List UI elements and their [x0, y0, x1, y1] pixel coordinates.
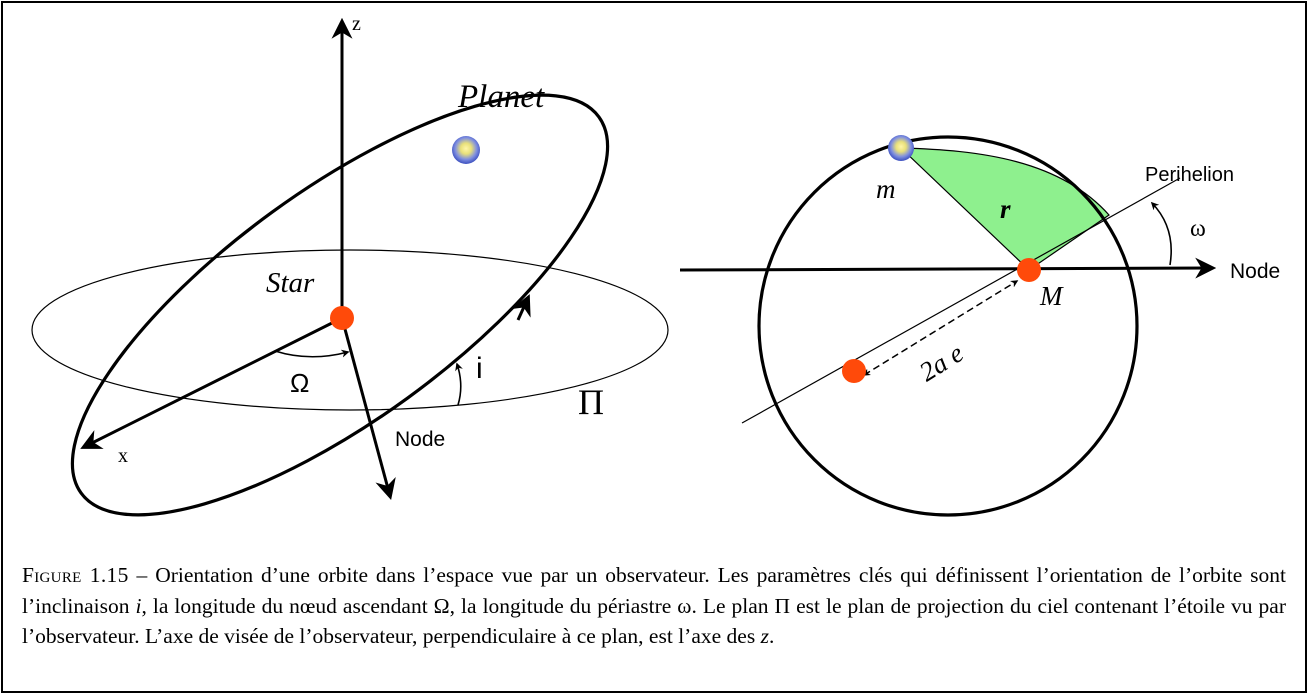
central-mass-dot — [1017, 258, 1041, 282]
omega-small-label: ω — [1190, 216, 1206, 242]
figure-caption: Figure 1.15 – Orientation d’une orbite d… — [22, 560, 1286, 652]
omega-angle-label: Ω — [290, 368, 309, 398]
eccentricity-distance-label: 2a e — [914, 338, 969, 388]
star-label: Star — [266, 267, 315, 299]
caption-dash: – — [128, 563, 156, 587]
omega-angle-arc — [274, 349, 350, 358]
node-axis-right — [679, 257, 1217, 279]
radius-label: r — [1000, 194, 1011, 224]
swept-area-sector — [899, 147, 1110, 271]
eccentricity-distance-arrow — [862, 280, 1019, 376]
planet-mass-label: m — [876, 174, 896, 204]
caption-figure-number: Figure 1.15 — [22, 563, 129, 587]
caption-inclination-symbol: i — [135, 593, 142, 618]
caption-text-part1: Orientation d’une orbite dans l’espace v… — [22, 563, 1286, 618]
caption-text-part2: , la longitude du nœud ascendant Ω, la l… — [22, 593, 1286, 649]
inclination-label: i — [476, 352, 483, 385]
node-line — [340, 317, 396, 501]
left-orbit-diagram: z x Node Ω i Π Star Planet — [31, 13, 669, 517]
central-mass-label: M — [1039, 281, 1064, 311]
planet-small-dot — [888, 135, 914, 161]
perihelion-label: Perihelion — [1145, 164, 1234, 186]
node-label-right: Node — [1230, 260, 1280, 283]
figure-diagrams: z x Node Ω i Π Star Planet Node Perihel — [31, 13, 1280, 517]
star-dot — [330, 306, 354, 330]
planet-label: Planet — [457, 79, 545, 115]
caption-text-part3: . — [768, 624, 775, 648]
node-label-left: Node — [395, 428, 445, 451]
empty-focus-dot — [842, 359, 866, 383]
orbit-circle — [757, 135, 1139, 517]
caption-z-symbol: z — [760, 624, 769, 648]
orbit-ellipse — [70, 93, 610, 517]
apsidal-line — [741, 177, 1181, 424]
planet-dot — [452, 136, 480, 164]
right-orbit-diagram: Node Perihelion ω r 2a e M m — [679, 135, 1280, 517]
x-axis-label: x — [118, 445, 128, 467]
omega-small-angle-arc — [1150, 201, 1172, 266]
x-axis — [80, 316, 343, 449]
sky-plane-ellipse — [31, 249, 669, 411]
inclination-angle-arc — [455, 362, 463, 406]
sky-plane-label: Π — [578, 382, 604, 422]
z-axis-label: z — [352, 13, 361, 35]
orbit-direction-arrow — [511, 294, 531, 321]
